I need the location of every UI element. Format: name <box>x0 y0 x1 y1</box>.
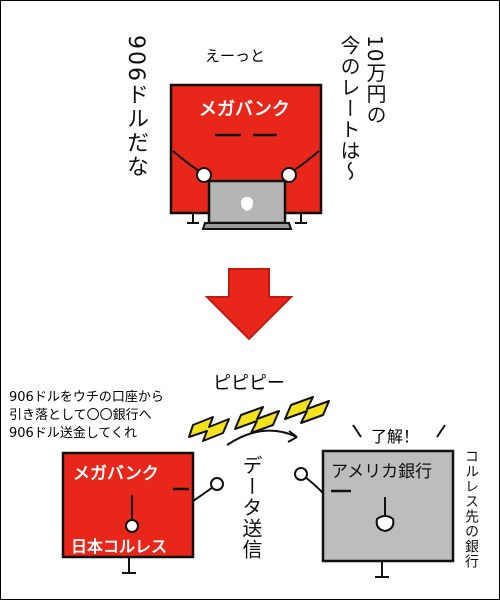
ack-speech: 了解！ <box>371 427 420 446</box>
sender-bank-sign: メガバンク <box>73 464 159 484</box>
transfer-label: データ送信 <box>239 455 263 560</box>
speech-rate-question-line1: 10万円の <box>363 35 387 126</box>
down-arrow-icon <box>204 268 294 341</box>
sender-caption: 日本コルレス <box>71 537 168 556</box>
receiver-bank-character <box>294 424 455 578</box>
megabank-character-bottom <box>61 451 224 574</box>
receiver-bank-sign: アメリカ銀行 <box>331 462 433 482</box>
signal-zap-icons <box>188 396 330 442</box>
beep-sound: ピピピー <box>213 373 285 394</box>
instruction-line-1: 906ドルをウチの口座から <box>9 390 164 405</box>
bank-sign-top: メガバンク <box>199 99 290 120</box>
transfer-arrow-icon <box>226 429 298 446</box>
speech-rate-question-line2: 今のレートは～ <box>337 35 361 182</box>
speech-rate-result: 906ドルだな <box>123 35 148 179</box>
laptop-icon <box>201 179 293 230</box>
receiver-caption: コルレス先の銀行 <box>463 449 479 569</box>
instruction-line-3: 906ドル送金してくれ <box>9 426 138 441</box>
instruction-line-2: 引き落として〇〇銀行へ <box>9 408 152 423</box>
speech-mumble: えーっと <box>205 47 266 65</box>
